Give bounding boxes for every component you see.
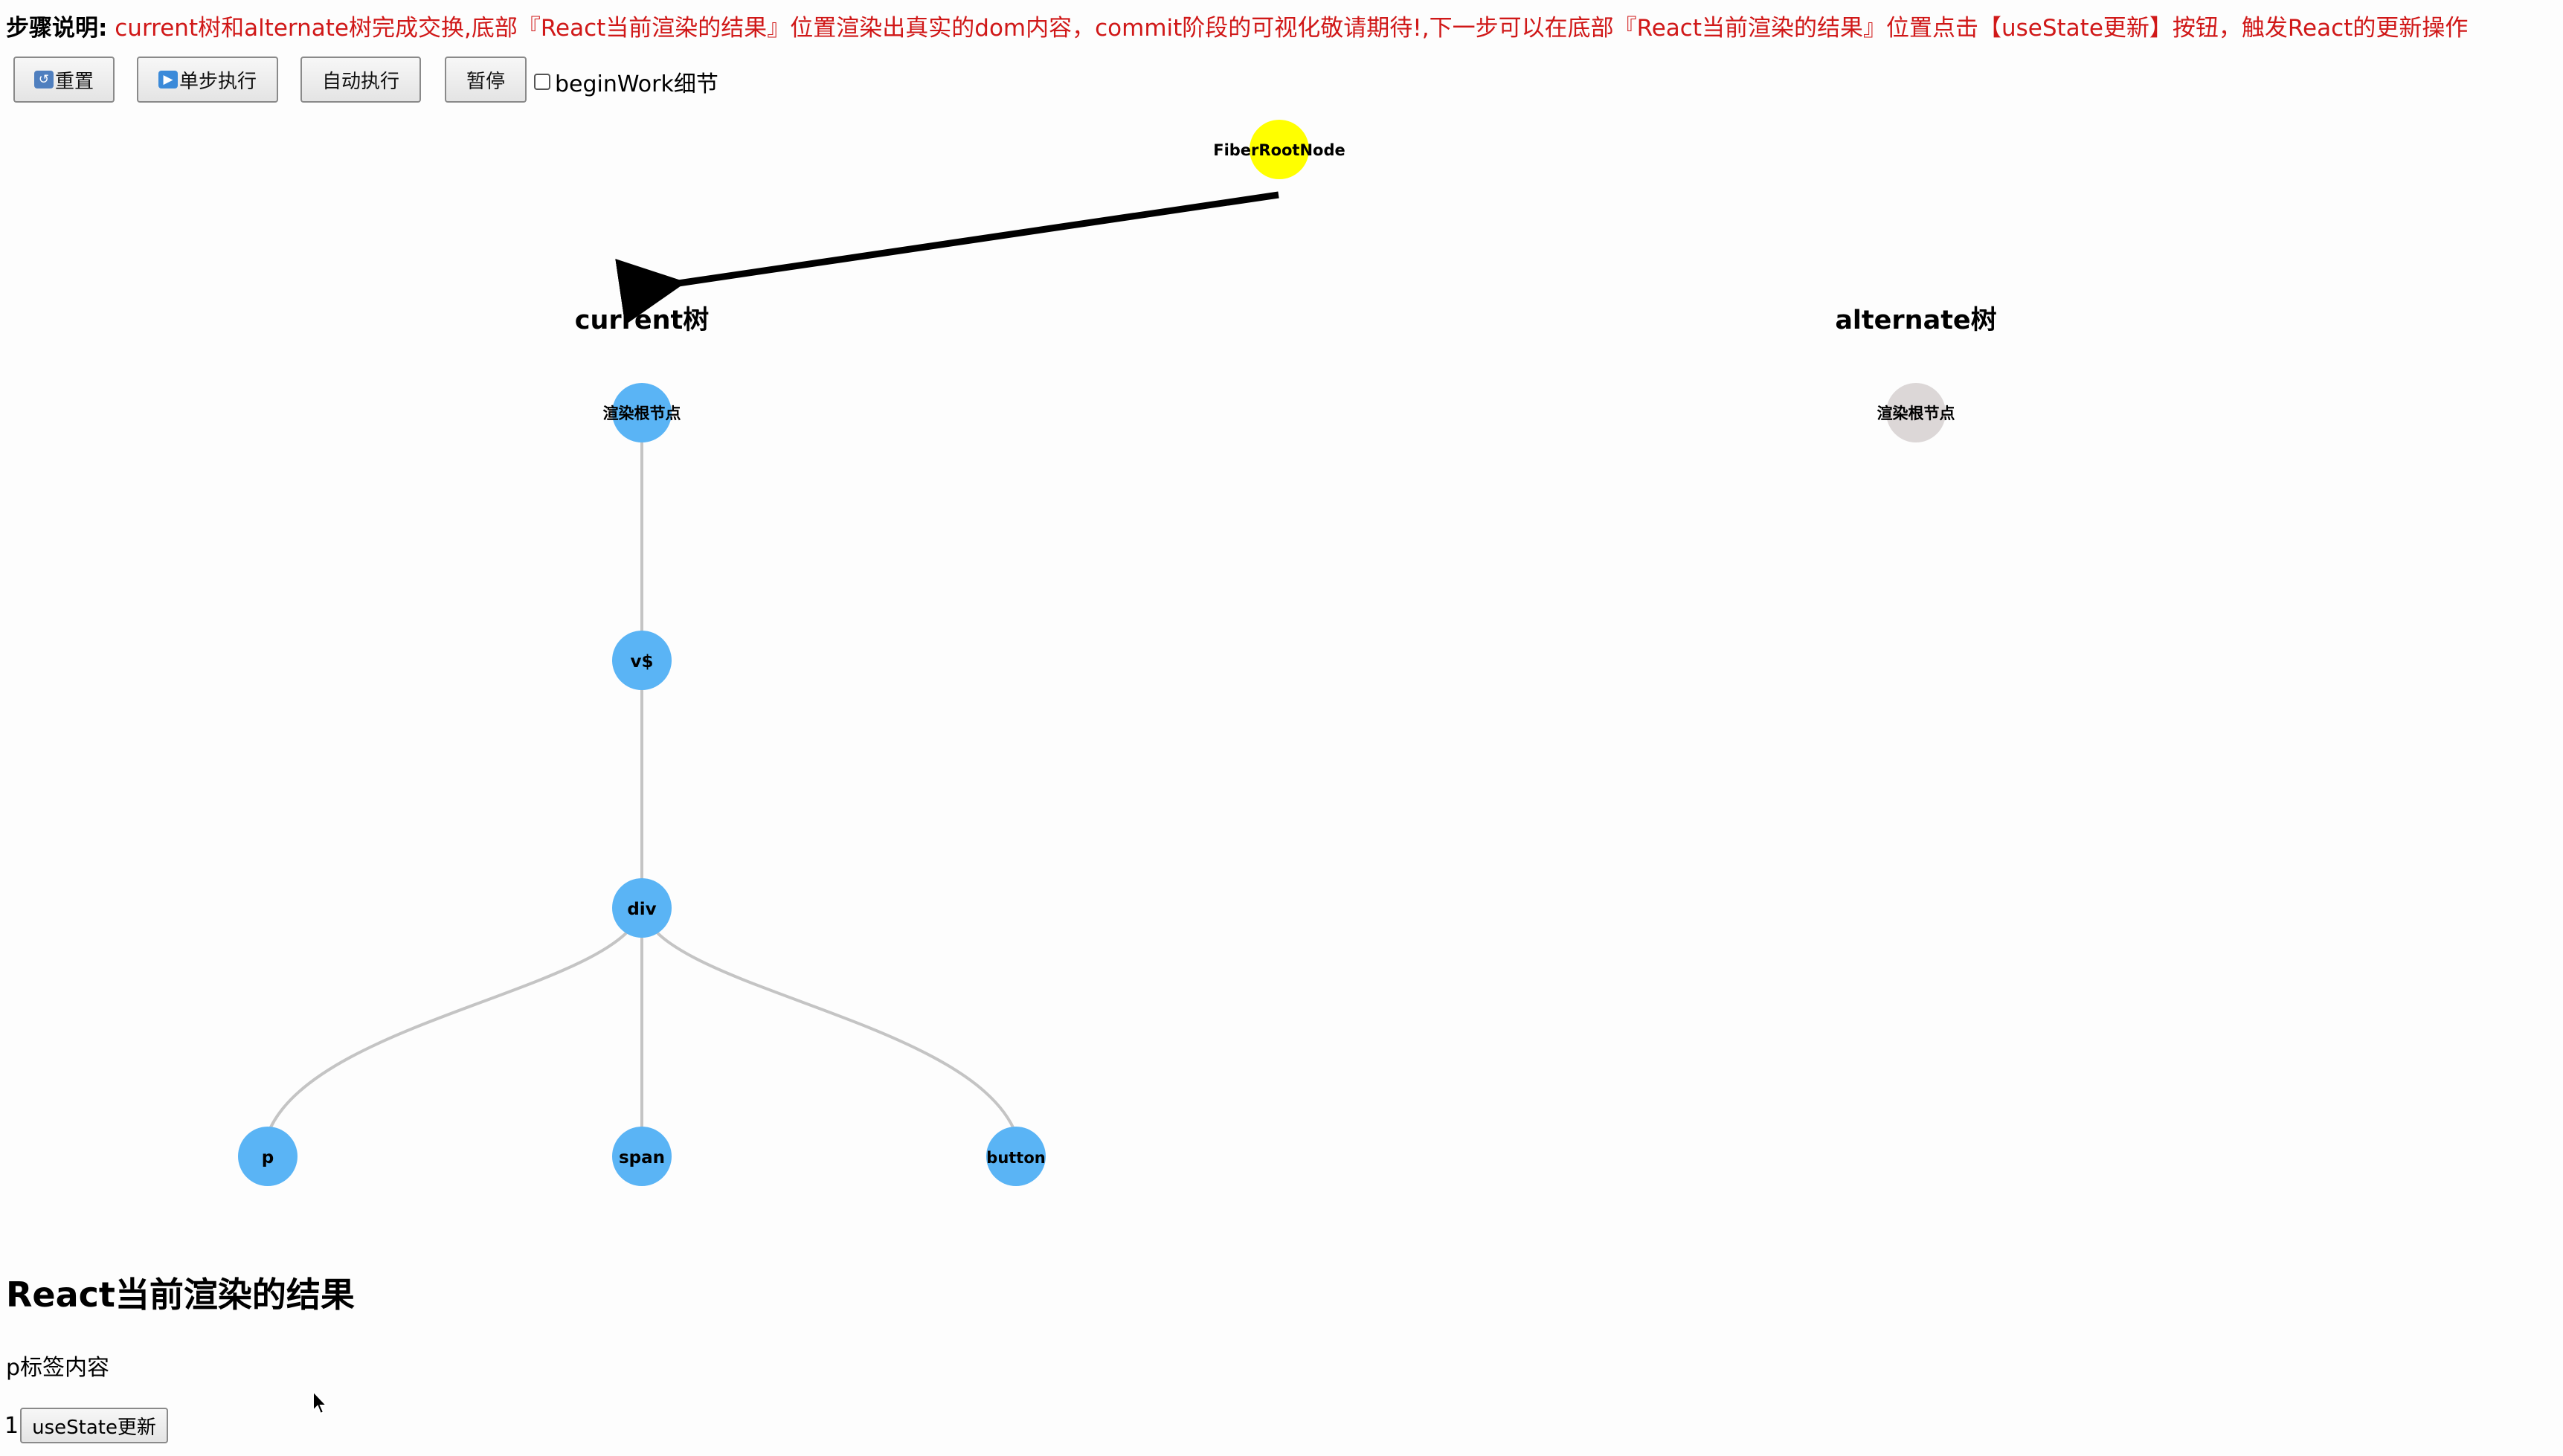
step-execute-button[interactable]: ▶ 单步执行 (137, 57, 278, 103)
beginwork-detail-label: beginWork细节 (555, 71, 718, 97)
current-node-v[interactable]: v$ (612, 631, 672, 690)
alternate-tree-title: alternate树 (1835, 306, 1996, 335)
step-label: 步骤说明: (6, 15, 108, 42)
play-icon: ▶ (158, 71, 178, 88)
beginwork-detail-toggle[interactable]: beginWork细节 (534, 65, 718, 98)
alternate-node-render-root-label: 渲染根节点 (1877, 405, 1955, 422)
reset-button-label: 重置 (54, 70, 94, 93)
reset-button[interactable]: ↺ 重置 (13, 57, 115, 103)
step-description: 步骤说明: current树和alternate树完成交换,底部『React当前… (6, 10, 2468, 46)
current-node-button[interactable]: button (986, 1127, 1046, 1186)
alternate-node-render-root[interactable]: 渲染根节点 (1877, 383, 1955, 442)
fiber-root-label: FiberRootNode (1213, 141, 1345, 159)
alternate-node-render-root-circle (1886, 383, 1946, 442)
current-node-render-root-circle (612, 383, 672, 442)
current-node-button-label: button (986, 1149, 1045, 1167)
current-node-div-label: div (627, 900, 656, 919)
current-node-span[interactable]: span (612, 1127, 672, 1186)
fiber-root-circle (1250, 120, 1309, 179)
current-node-div[interactable]: div (612, 878, 672, 938)
edge-div-to-p (266, 907, 643, 1135)
render-result-title: React当前渲染的结果 (6, 1275, 355, 1315)
fiber-tree-graph: FiberRootNode current树 alternate树 渲染根节点 … (238, 120, 1997, 1186)
edge-div-to-button (640, 907, 1017, 1135)
current-node-span-label: span (619, 1148, 665, 1167)
current-node-render-root-label: 渲染根节点 (603, 405, 681, 422)
current-node-span-circle (612, 1127, 672, 1186)
mouse-cursor-icon (312, 1391, 329, 1415)
current-node-p[interactable]: p (238, 1127, 298, 1186)
current-node-button-circle (986, 1127, 1046, 1186)
current-node-v-circle (612, 631, 672, 690)
counter-value: 1 (4, 1412, 19, 1439)
step-execute-button-label: 单步执行 (179, 70, 257, 93)
current-node-v-label: v$ (631, 652, 654, 671)
counter-row: 1 useState更新 (4, 1408, 168, 1443)
beginwork-detail-checkbox[interactable] (534, 74, 550, 90)
pause-button[interactable]: 暂停 (445, 57, 527, 103)
current-node-p-label: p (262, 1148, 274, 1167)
reset-icon: ↺ (33, 71, 54, 88)
current-node-div-circle (612, 878, 672, 938)
fiber-root-node[interactable]: FiberRootNode (1213, 120, 1345, 179)
current-pointer-arrow (615, 191, 1279, 326)
step-text: current树和alternate树完成交换,底部『React当前渲染的结果』… (115, 15, 2469, 42)
auto-execute-button[interactable]: 自动执行 (300, 57, 421, 103)
current-node-render-root[interactable]: 渲染根节点 (603, 383, 681, 442)
rendered-p-content: p标签内容 (6, 1355, 110, 1381)
current-node-p-circle (238, 1127, 298, 1186)
usestate-update-button[interactable]: useState更新 (20, 1408, 168, 1443)
current-tree-title: current树 (575, 306, 710, 335)
